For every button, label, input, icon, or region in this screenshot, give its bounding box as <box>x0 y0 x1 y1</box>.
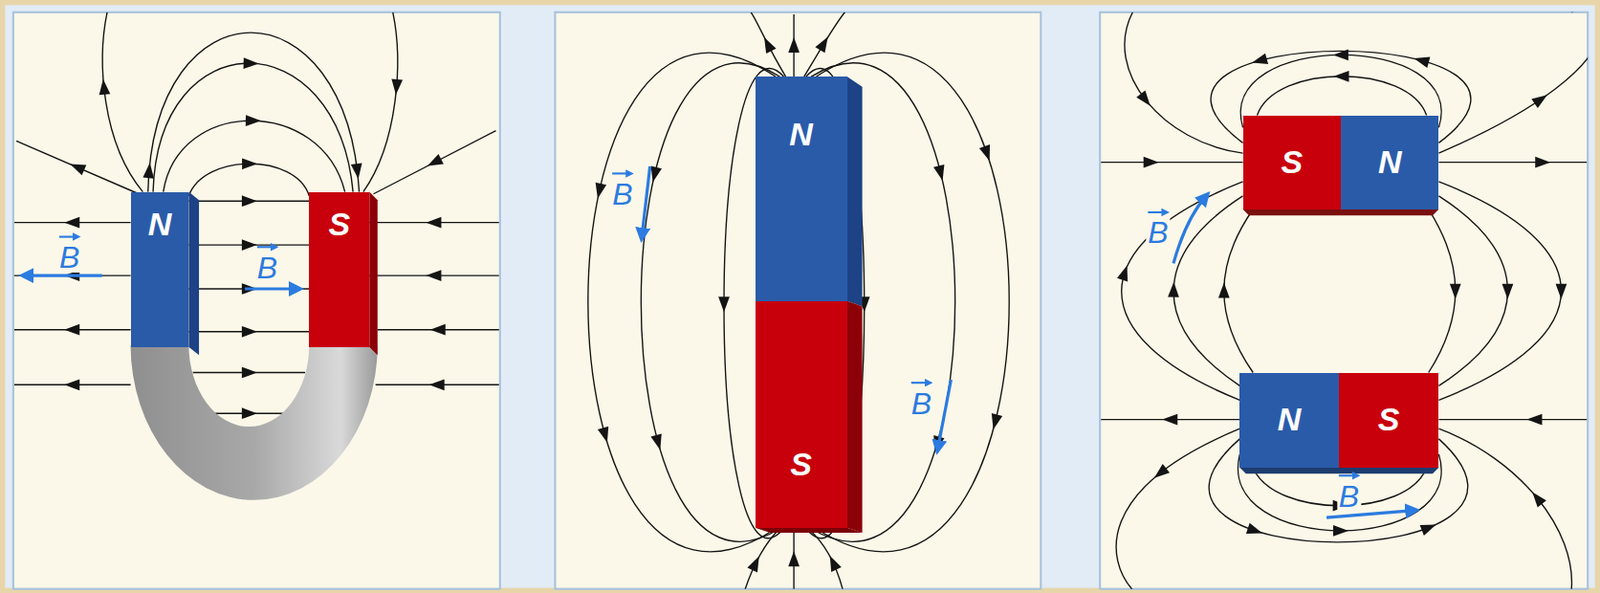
field-vector-label: B <box>1145 217 1170 248</box>
south-pole: S <box>1243 115 1341 210</box>
field-arrowhead <box>142 162 155 179</box>
field-arrowhead <box>650 434 666 453</box>
field-vector-label: B <box>255 252 280 284</box>
field-arrowhead <box>390 78 403 95</box>
field-arrowhead <box>241 367 258 379</box>
field-vector-arrows <box>24 166 1415 518</box>
field-arrowhead <box>1526 414 1542 426</box>
field-arrowhead <box>97 78 110 95</box>
pole-letter: N <box>148 205 173 243</box>
field-arrowhead <box>1333 48 1349 61</box>
field-arrowhead <box>64 378 80 391</box>
field-arrowhead <box>241 239 258 251</box>
field-arrowhead <box>1534 156 1551 169</box>
field-arrowhead <box>746 553 765 573</box>
field-arrowhead <box>64 324 80 336</box>
magnet-side <box>847 76 863 307</box>
horseshoe-body <box>131 345 378 501</box>
field-lines <box>1100 12 1588 590</box>
field-vector-label: B <box>610 178 635 210</box>
north-pole: N <box>131 192 190 348</box>
magnet-side <box>188 192 199 356</box>
field-arrowhead <box>64 217 80 229</box>
pole-letter: N <box>1378 143 1403 181</box>
field-arrowhead <box>241 407 258 419</box>
north-pole: N <box>755 76 848 302</box>
field-arrowhead <box>350 163 365 180</box>
field-arrowhead <box>1334 70 1350 83</box>
field-arrowhead <box>1136 90 1155 110</box>
field-arrowhead <box>788 37 800 53</box>
pole-letter: S <box>1280 143 1303 181</box>
field-arrowhead <box>759 34 777 54</box>
magnet-side <box>1239 467 1439 474</box>
field-arrowhead <box>987 413 1003 431</box>
field-arrowhead <box>1161 414 1178 426</box>
field-arrowhead <box>933 164 948 182</box>
field-arrowhead <box>424 153 444 172</box>
field-arrowhead <box>430 324 446 336</box>
field-arrowhead <box>425 217 441 229</box>
field-arrowhead <box>1218 283 1230 299</box>
field-arrowhead <box>979 144 995 163</box>
magnet-side <box>847 301 863 533</box>
panel <box>13 12 501 590</box>
field-arrowhead <box>67 158 87 176</box>
north-pole: N <box>1239 372 1338 468</box>
field-arrowhead <box>1420 519 1439 536</box>
field-arrowhead <box>425 269 441 282</box>
field-arrowhead <box>1556 284 1568 300</box>
south-pole: S <box>308 192 370 348</box>
south-pole: S <box>755 301 848 528</box>
field-arrowhead <box>429 378 445 391</box>
field-vector-label: B <box>57 241 82 273</box>
field-arrowhead <box>243 57 260 69</box>
field-arrowhead <box>241 326 258 338</box>
field-arrowhead <box>1502 284 1514 300</box>
field-arrowhead <box>1246 523 1265 539</box>
field-arrowhead <box>1531 89 1551 109</box>
magnet-side <box>369 192 378 356</box>
pole-letter: S <box>789 445 812 483</box>
pole-letter: S <box>328 205 351 243</box>
magnet-side <box>755 527 863 533</box>
pole-letter: N <box>789 115 813 154</box>
panel <box>1099 12 1588 590</box>
field-arrowhead <box>241 195 258 207</box>
field-lines <box>14 12 500 419</box>
field-arrowhead <box>1412 52 1431 68</box>
field-arrowhead <box>929 435 945 454</box>
field-arrowhead <box>1333 525 1349 537</box>
magnet-side <box>1243 209 1440 216</box>
field-arrowhead <box>718 296 730 312</box>
field-arrowhead <box>245 114 262 127</box>
field-arrowhead <box>1167 282 1180 298</box>
pole-letter: N <box>1277 400 1302 439</box>
field-vector-label: B <box>1336 481 1361 512</box>
field-arrowhead <box>788 550 800 567</box>
field-arrowhead <box>824 552 841 571</box>
field-arrowhead <box>1143 156 1160 169</box>
field-arrowhead <box>1449 284 1462 300</box>
field-arrowhead <box>1528 488 1547 508</box>
panel <box>554 12 1041 590</box>
field-arrowhead <box>591 182 607 200</box>
field-arrowhead <box>1250 53 1270 69</box>
field-arrowhead <box>814 34 833 54</box>
field-arrowhead <box>241 157 258 170</box>
north-pole: N <box>1340 115 1439 210</box>
field-arrowhead <box>1117 263 1133 283</box>
field-vector-label: B <box>909 388 934 419</box>
field-arrowhead <box>1150 463 1170 483</box>
south-pole: S <box>1338 372 1440 468</box>
pole-letter: S <box>1378 400 1401 439</box>
field-arrowhead <box>597 426 614 445</box>
field-lines <box>588 12 1009 590</box>
